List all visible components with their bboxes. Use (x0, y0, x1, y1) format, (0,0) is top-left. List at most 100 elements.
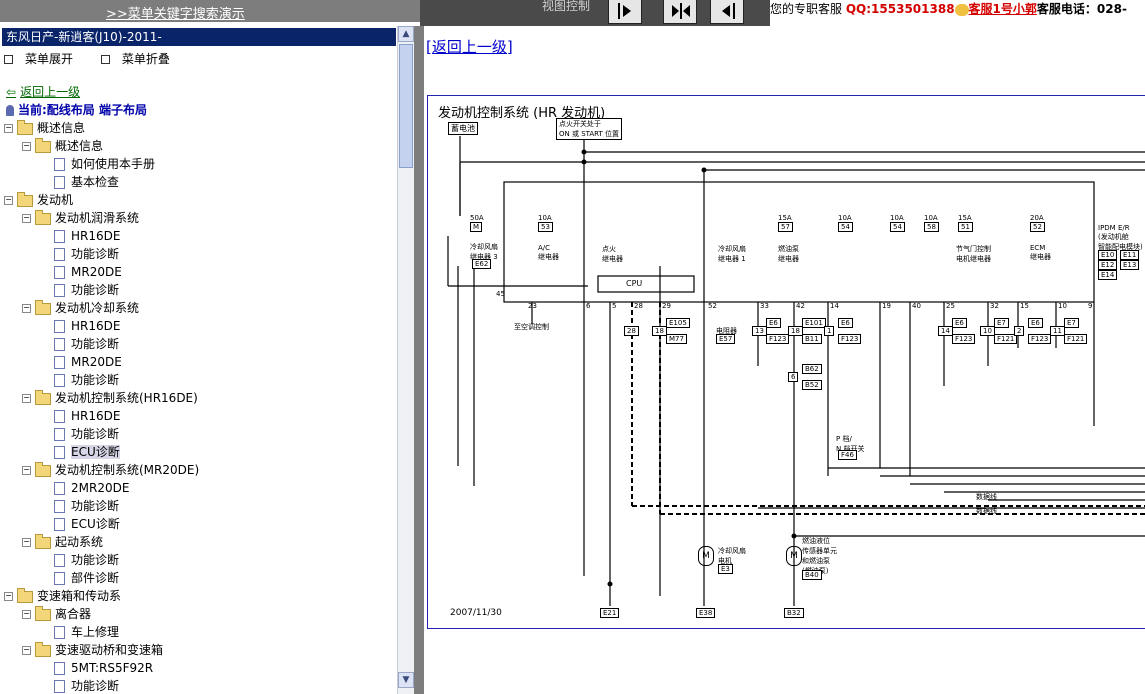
document-icon (54, 518, 65, 531)
tree-folder-item[interactable]: − 发动机控制系统(HR16DE) (22, 389, 198, 407)
tree-doc-item[interactable]: HR16DE (54, 317, 120, 335)
conn-e6b: E6 (838, 318, 853, 328)
tree-doc-item[interactable]: 功能诊断 (54, 335, 119, 353)
tree-folder-item[interactable]: −发动机润滑系统 (22, 209, 139, 227)
pin-45: 45 (496, 290, 505, 298)
tree-doc-item[interactable]: HR16DE (54, 227, 120, 245)
collapse-toggle-icon[interactable]: − (22, 465, 31, 475)
conn-e14: E14 (1098, 270, 1118, 280)
tree-back-link[interactable]: ⇦返回上一级 (6, 85, 81, 99)
box-18b: 18 (788, 326, 803, 336)
scroll-up-button[interactable]: ▲ (398, 26, 414, 42)
collapse-toggle-icon[interactable]: − (22, 645, 31, 655)
collapse-toggle-icon[interactable]: − (22, 609, 31, 619)
service-agent-link[interactable]: 客服1号小郭 (968, 2, 1037, 16)
tree-item-label: HR16DE (71, 229, 121, 243)
collapse-toggle-icon[interactable]: − (4, 123, 13, 133)
show-left-pane-button[interactable] (710, 0, 744, 24)
tree-doc-item[interactable]: 2MR20DE (54, 479, 129, 497)
fan-motor-symbol: M (698, 546, 714, 566)
tree-doc-item[interactable]: 功能诊断 (54, 371, 119, 389)
tree-item-label: MR20DE (71, 355, 122, 369)
conn-e57: E57 (716, 334, 736, 344)
scroll-thumb[interactable] (399, 44, 413, 168)
tree-doc-item[interactable]: 车上修理 (54, 623, 119, 641)
fan-motor-label: 冷却风扇 电机 (718, 547, 746, 565)
folder-icon (35, 389, 51, 405)
box-1: 1 (824, 326, 835, 336)
content-back-link[interactable]: [返回上一级] (426, 38, 513, 56)
split-view-button[interactable] (663, 0, 697, 24)
tree-doc-item[interactable]: HR16DE (54, 407, 120, 425)
tree-doc-item[interactable]: ECU诊断 (54, 515, 120, 533)
tree-folder-item[interactable]: −发动机 (4, 191, 73, 209)
collapse-toggle-icon[interactable]: − (4, 591, 13, 601)
relay-fan3: 冷却风扇 继电器 3 (470, 243, 498, 261)
tree-folder-item[interactable]: −概述信息 (22, 137, 103, 155)
conn-e3: E3 (718, 564, 733, 574)
wiring-lines (447, 136, 1145, 606)
diagram-title: 发动机控制系统 (HR 发动机) (438, 106, 606, 121)
tree-doc-item[interactable]: 基本检查 (54, 173, 119, 191)
tree-doc-item[interactable]: 5MT:RS5F92R (54, 659, 153, 677)
scroll-down-button[interactable]: ▼ (398, 672, 414, 688)
pane-divider[interactable] (414, 26, 424, 694)
qq-chat-icon[interactable] (954, 3, 969, 16)
fuse-10a-54a: 10A (838, 214, 852, 222)
folder-icon (35, 605, 51, 621)
collapse-toggle-icon[interactable]: − (4, 195, 13, 205)
document-icon (54, 374, 65, 387)
expand-all-button[interactable]: 菜单展开 (4, 52, 85, 66)
folder-icon (17, 191, 33, 207)
document-icon (54, 482, 65, 495)
conn-f123c: F123 (952, 334, 976, 344)
collapse-toggle-icon[interactable]: − (22, 537, 31, 547)
tree-item-label: 如何使用本手册 (71, 157, 156, 171)
collapse-icon (100, 55, 110, 64)
tree-folder-item[interactable]: −发动机控制系统(MR20DE) (22, 461, 199, 479)
show-right-pane-button[interactable] (608, 0, 642, 24)
fuse-10a-54b: 10A (890, 214, 904, 222)
tree-folder-item[interactable]: −离合器 (22, 605, 91, 623)
expand-icon (4, 55, 13, 64)
search-demo-link[interactable]: >>菜单关键字搜索演示 (106, 7, 245, 22)
conn-f123a: F123 (766, 334, 790, 344)
tree-doc-item[interactable]: 功能诊断 (54, 551, 119, 569)
collapse-toggle-icon[interactable]: − (22, 393, 31, 403)
box-14: 14 (938, 326, 953, 336)
tree-doc-item[interactable]: 功能诊断 (54, 677, 119, 694)
conn-b62: B62 (802, 364, 822, 374)
tree-folder-item[interactable]: −发动机冷却系统 (22, 299, 139, 317)
view-control-bar: 视图控制 (420, 0, 770, 26)
tree-doc-item[interactable]: 如何使用本手册 (54, 155, 155, 173)
tree-doc-item[interactable]: MR20DE (54, 353, 122, 371)
folder-icon (35, 641, 51, 657)
conn-f121b: F121 (1064, 334, 1088, 344)
tree-folder-item[interactable]: −变速驱动桥和变速箱 (22, 641, 163, 659)
collapse-all-button[interactable]: 菜单折叠 (100, 52, 182, 66)
pin-5: 5 (612, 302, 617, 310)
tree-folder-item[interactable]: −概述信息 (4, 119, 85, 137)
fuse-15a-57: 15A (778, 214, 792, 222)
tree-item-label: MR20DE (71, 265, 122, 279)
tree-scrollbar[interactable]: ▲ ▼ (397, 26, 414, 694)
conn-e11: E11 (1120, 250, 1140, 260)
tree-doc-item[interactable]: 功能诊断 (54, 425, 119, 443)
tree-doc-item[interactable]: ECU诊断 (54, 443, 120, 461)
collapse-toggle-icon[interactable]: − (22, 213, 31, 223)
collapse-toggle-icon[interactable]: − (22, 303, 31, 313)
document-icon (54, 284, 65, 297)
tree-doc-item[interactable]: 功能诊断 (54, 497, 119, 515)
tree-doc-item[interactable]: MR20DE (54, 263, 122, 281)
relay-throttle: 节气门控制 电机继电器 (956, 245, 991, 263)
tree-item-label: 发动机控制系统(HR16DE) (55, 391, 198, 405)
tree-item-label: 功能诊断 (71, 373, 120, 387)
pin-19: 19 (882, 302, 891, 310)
document-icon (54, 554, 65, 567)
tree-doc-item[interactable]: 功能诊断 (54, 245, 119, 263)
tree-doc-item[interactable]: 部件诊断 (54, 569, 119, 587)
tree-folder-item[interactable]: −起动系统 (22, 533, 103, 551)
collapse-toggle-icon[interactable]: − (22, 141, 31, 151)
tree-doc-item[interactable]: 功能诊断 (54, 281, 119, 299)
tree-folder-item[interactable]: −变速箱和传动系 (4, 587, 121, 605)
